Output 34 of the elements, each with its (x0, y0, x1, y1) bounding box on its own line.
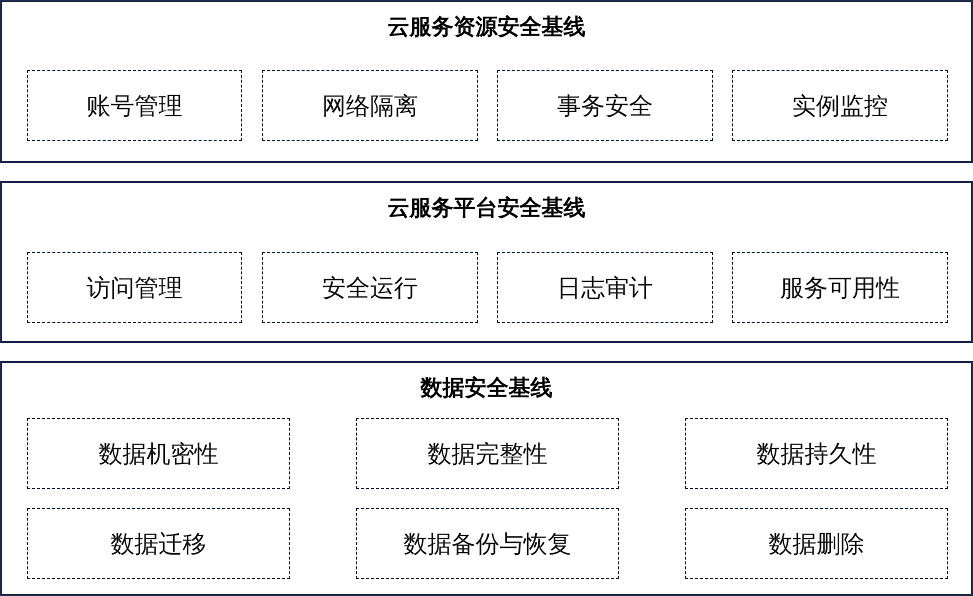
item-box (356, 508, 619, 579)
item-box (262, 252, 478, 323)
item-label: 数据机密性 (98, 438, 218, 470)
item-label: 数据删除 (768, 528, 864, 560)
item-label: 网络隔离 (322, 90, 418, 122)
item-box (497, 70, 713, 141)
item-label: 数据持久性 (756, 438, 876, 470)
item-label: 账号管理 (86, 90, 182, 122)
group-title: 数据安全基线 (420, 374, 552, 403)
item-box (27, 70, 242, 141)
item-box (732, 252, 948, 323)
item-label: 数据迁移 (110, 528, 206, 560)
item-label: 数据完整性 (428, 438, 548, 470)
group-panel (0, 361, 973, 596)
item-box (685, 508, 948, 579)
group-title: 云服务平台安全基线 (388, 194, 586, 223)
group-title: 云服务资源安全基线 (388, 14, 586, 42)
item-label: 访问管理 (86, 272, 182, 304)
item-label: 日志审计 (557, 272, 653, 304)
item-label: 安全运行 (322, 272, 418, 304)
item-label: 数据备份与恢复 (404, 528, 572, 560)
item-label: 实例监控 (792, 90, 888, 122)
item-box (497, 252, 713, 323)
group-panel (0, 181, 973, 343)
item-box (356, 418, 619, 489)
item-box (27, 418, 290, 489)
group-panel (0, 0, 973, 163)
item-box (685, 418, 948, 489)
item-box (27, 508, 290, 579)
item-box (27, 252, 242, 323)
item-box (262, 70, 478, 141)
item-box (732, 70, 948, 141)
item-label: 服务可用性 (780, 272, 900, 304)
item-label: 事务安全 (557, 90, 653, 122)
